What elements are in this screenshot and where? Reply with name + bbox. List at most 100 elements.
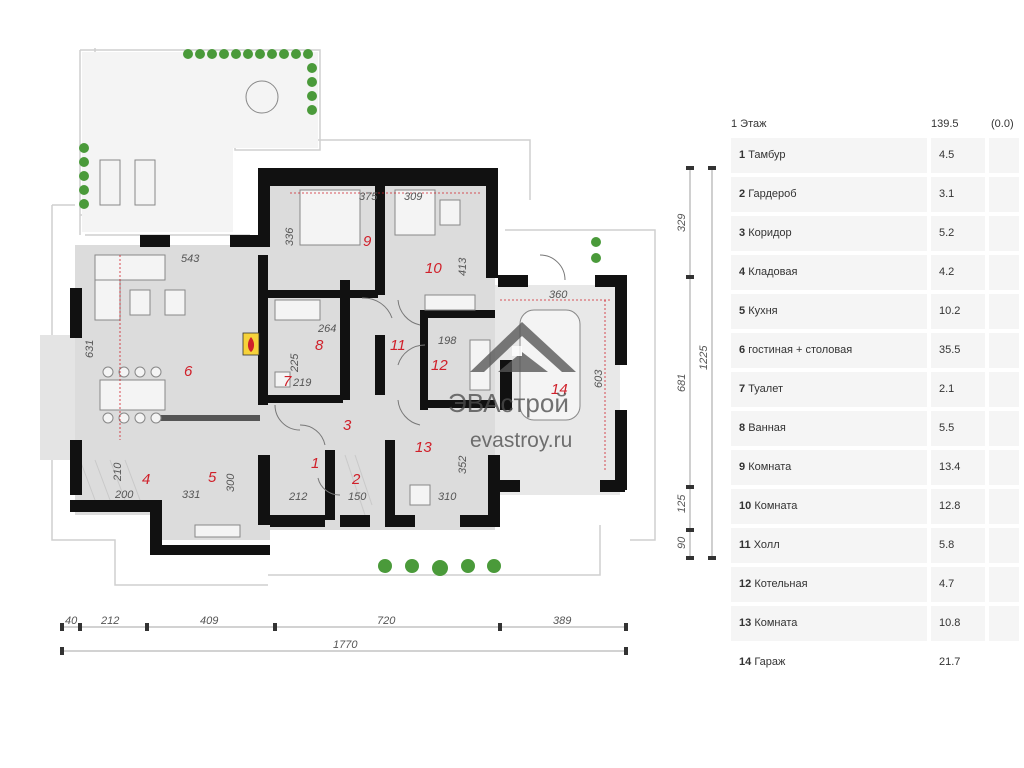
room-number: 8 (315, 337, 324, 354)
dim-label: 331 (182, 489, 200, 501)
room-number: 10 (425, 260, 442, 277)
area-table: 1 Этаж 139.5 (0.0) 1 Тамбур 4.5 2 Гардероб… (731, 114, 1019, 680)
room-area: 4.2 (939, 266, 955, 278)
hatch (79, 454, 373, 516)
room-number: 9 (363, 233, 372, 250)
dim-label: 360 (549, 289, 568, 301)
extra-cell (989, 294, 1019, 329)
extra-cell (989, 645, 1019, 680)
table-header: 1 Этаж 139.5 (0.0) (731, 114, 1019, 134)
room-area-cell: 13.4 (931, 450, 985, 485)
room-name: Коридор (748, 227, 792, 239)
dim-label: 125 (676, 494, 688, 513)
room-number: 6 (184, 363, 193, 380)
table-row: 13 Комната 10.8 (731, 606, 1019, 641)
extra-cell (989, 489, 1019, 524)
room-no: 13 (739, 617, 752, 629)
watermark: ЭВАстрой evastroy.ru (448, 322, 576, 452)
extra-cell (989, 372, 1019, 407)
room-name-cell: 13 Комната (731, 606, 927, 641)
room-no: 9 (739, 461, 746, 473)
axis-ticks (60, 166, 716, 655)
dim-label: 375 (359, 191, 378, 203)
room-name: Ванная (748, 422, 786, 434)
dim-label: 336 (284, 227, 296, 246)
room-no: 14 (739, 656, 752, 668)
room-area: 12.8 (939, 500, 961, 512)
room-no: 10 (739, 500, 752, 512)
room-name-cell: 4 Кладовая (731, 255, 927, 290)
room-no: 4 (739, 266, 746, 278)
dim-label: 352 (457, 456, 469, 474)
table-row: 9 Комната 13.4 (731, 450, 1019, 485)
dim-label: 150 (348, 491, 367, 503)
table-row: 4 Кладовая 4.2 (731, 255, 1019, 290)
house-logo-icon (470, 322, 576, 372)
room-no: 3 (739, 227, 746, 239)
room-name-cell: 12 Котельная (731, 567, 927, 602)
room-number: 13 (415, 439, 432, 456)
room-no: 1 (739, 149, 746, 161)
dim-label: 225 (289, 353, 301, 373)
room-name-cell: 3 Коридор (731, 216, 927, 251)
room-area: 10.8 (939, 617, 961, 629)
room-no: 6 (739, 344, 746, 356)
room-number: 12 (431, 357, 448, 374)
extra-cell (989, 606, 1019, 641)
room-area: 10.2 (939, 305, 961, 317)
extra-cell (989, 177, 1019, 212)
room-area: 4.7 (939, 578, 955, 590)
dim-label: 210 (112, 462, 124, 482)
table-row: 5 Кухня 10.2 (731, 294, 1019, 329)
room-name-cell: 8 Ванная (731, 411, 927, 446)
fireplace-icon (242, 332, 260, 356)
extra-cell (989, 450, 1019, 485)
room-area-cell: 4.2 (931, 255, 985, 290)
room-area: 21.7 (939, 656, 961, 668)
room-name-cell: 5 Кухня (731, 294, 927, 329)
table-row: 1 Тамбур 4.5 (731, 138, 1019, 173)
overall-width: 1770 (333, 639, 358, 651)
room-area: 5.8 (939, 539, 955, 551)
room-area-cell: 21.7 (931, 645, 985, 680)
room-name: Туалет (748, 383, 783, 395)
room-area-cell: 12.8 (931, 489, 985, 524)
room-area: 13.4 (939, 461, 961, 473)
room-area-cell: 5.5 (931, 411, 985, 446)
walls (70, 168, 627, 555)
dim-label: 200 (114, 489, 134, 501)
room-name-cell: 9 Комната (731, 450, 927, 485)
dim-label: 219 (292, 377, 311, 389)
dim-label: 720 (377, 615, 396, 627)
room-name: Комната (754, 500, 798, 512)
room-no: 8 (739, 422, 746, 434)
room-number: 2 (351, 471, 361, 488)
extra-cell (989, 333, 1019, 368)
room-name: Тамбур (748, 149, 786, 161)
watermark-brand: ЭВАстрой (448, 388, 569, 418)
room-no: 2 (739, 188, 746, 200)
extra-area: (0.0) (991, 118, 1014, 130)
room-number: 11 (390, 337, 406, 354)
dimension-lines (119, 192, 612, 470)
dim-label: 543 (181, 253, 200, 265)
dim-label: 409 (200, 615, 218, 627)
dim-label: 212 (100, 615, 119, 627)
room-area-cell: 4.5 (931, 138, 985, 173)
extra-cell (989, 138, 1019, 173)
room-name: Холл (753, 539, 780, 551)
dim-label: 212 (288, 491, 307, 503)
dim-label: 389 (553, 615, 571, 627)
room-number: 1 (311, 455, 319, 472)
room-name: Комната (748, 461, 792, 473)
room-no: 12 (739, 578, 752, 590)
room-no: 11 (739, 539, 751, 551)
room-no: 7 (739, 383, 746, 395)
room-name: Кладовая (748, 266, 798, 278)
extra-cell (989, 567, 1019, 602)
